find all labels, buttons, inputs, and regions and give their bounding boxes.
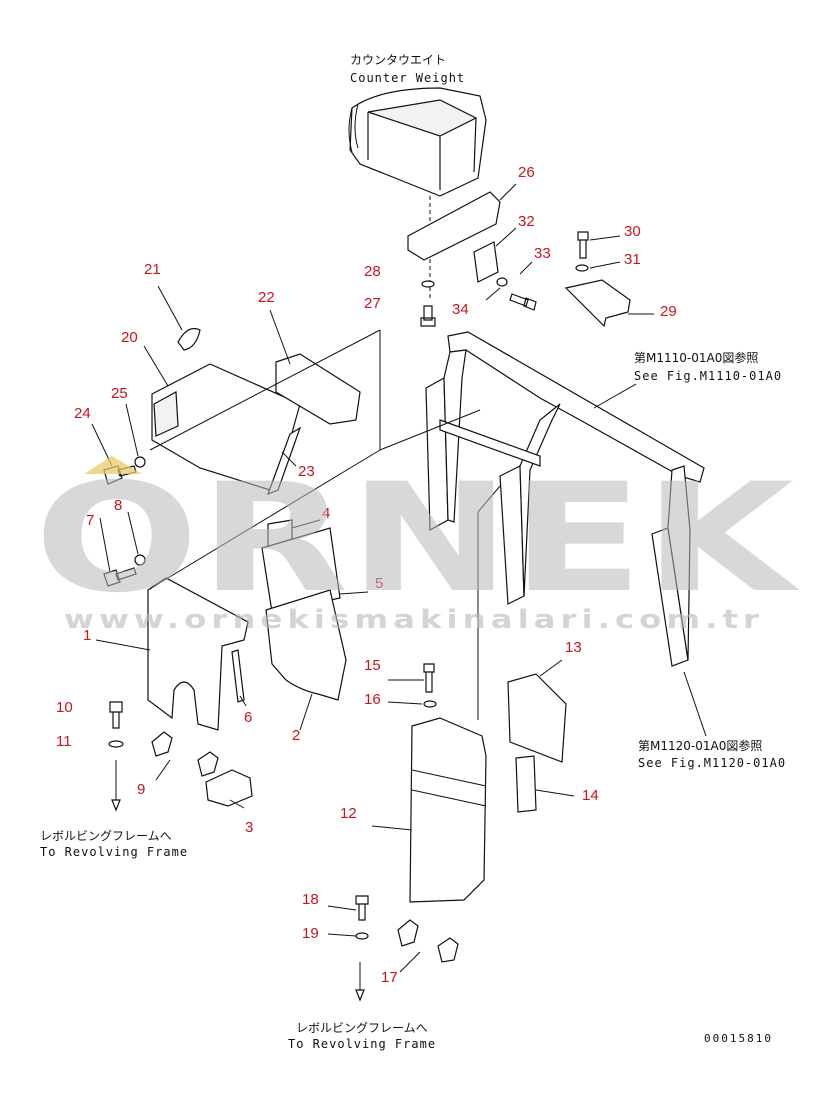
- callout-18: 18: [302, 891, 319, 908]
- callout-16: 16: [364, 691, 381, 708]
- strip-part-23: [266, 426, 302, 496]
- bolt-part-33: [509, 293, 537, 311]
- pad-part-2: [265, 589, 347, 701]
- ring-part-21: [177, 327, 201, 351]
- cover-part-22: [275, 353, 361, 425]
- callout-13: 13: [565, 639, 582, 656]
- callout-29: 29: [660, 303, 677, 320]
- callout-3: 3: [245, 819, 253, 836]
- callout-34: 34: [452, 301, 469, 318]
- main-frame-part: [425, 331, 705, 667]
- pad-part-5: [261, 527, 341, 613]
- washer-part-8: [134, 554, 146, 566]
- cover-part-1: [147, 577, 249, 731]
- bolt-part-27: [420, 305, 436, 327]
- strip-part-6: [231, 649, 245, 703]
- bolt-part-18: [355, 895, 369, 921]
- arrow-down-icon: [111, 799, 121, 812]
- callout-19: 19: [302, 925, 319, 942]
- callout-12: 12: [340, 805, 357, 822]
- callout-5: 5: [375, 575, 383, 592]
- bracket-part-26: [407, 191, 501, 261]
- watermark-triangle-icon: [84, 456, 142, 474]
- callout-26: 26: [518, 164, 535, 181]
- washer-part-19: [355, 932, 369, 940]
- callout-31: 31: [624, 251, 641, 268]
- callout-24: 24: [74, 405, 91, 422]
- revolving2-jp-label: レボルビングフレームへ: [296, 1021, 428, 1035]
- callout-7: 7: [86, 512, 94, 529]
- block-part-3: [205, 769, 253, 807]
- ref2-jp-label: 第M1120-01A0図参照: [638, 738, 762, 753]
- bolt-part-7: [103, 567, 137, 587]
- callout-32: 32: [518, 213, 535, 230]
- bracket-part-29: [564, 279, 631, 328]
- bolt-part-10: [109, 701, 123, 729]
- pad-part-13: [507, 673, 567, 763]
- revolving1-en-label: To Revolving Frame: [40, 845, 188, 859]
- bolt-part-15: [423, 663, 435, 693]
- revolving2-en-label: To Revolving Frame: [288, 1037, 436, 1051]
- watermark-brand: ORNEK: [34, 452, 800, 626]
- callout-21: 21: [144, 261, 161, 278]
- ref1-en-label: See Fig.M1110-01A0: [634, 369, 782, 383]
- callout-15: 15: [364, 657, 381, 674]
- callout-leaders: [91, 183, 654, 973]
- revolving1-jp-label: レボルビングフレームへ: [40, 829, 172, 843]
- ref1-jp-label: 第M1110-01A0図参照: [634, 350, 758, 365]
- callout-33: 33: [534, 245, 551, 262]
- clip-part-17: [397, 919, 459, 963]
- callout-1: 1: [83, 627, 91, 644]
- callout-11: 11: [56, 733, 72, 750]
- arrow-down-icon: [355, 989, 365, 1002]
- plate-part-32: [473, 241, 499, 283]
- washer-part-31: [575, 264, 589, 272]
- counterweight-en-label: Counter Weight: [350, 71, 465, 85]
- document-number: 00015810: [704, 1032, 773, 1045]
- counterweight-part: [348, 87, 487, 197]
- washer-part-25: [134, 456, 146, 468]
- callout-4: 4: [322, 505, 330, 522]
- callout-27: 27: [364, 295, 381, 312]
- callout-23: 23: [298, 463, 315, 480]
- callout-30: 30: [624, 223, 641, 240]
- callout-numbers: 1 2 3 4 5 6 7 8 9 10 11 12 13 14 15 16 1…: [56, 164, 677, 986]
- pad-part-14: [515, 755, 537, 813]
- callout-20: 20: [121, 329, 138, 346]
- callout-17: 17: [381, 969, 398, 986]
- ref2-en-label: See Fig.M1120-01A0: [638, 756, 786, 770]
- washer-part-34: [496, 277, 508, 287]
- callout-14: 14: [582, 787, 599, 804]
- grille-part: [153, 391, 179, 437]
- clip-part-9: [151, 731, 219, 777]
- cover-part-12: [409, 717, 487, 903]
- callout-10: 10: [56, 699, 73, 716]
- bolt-part-30: [577, 231, 589, 259]
- counterweight-jp-label: カウンタウエイト: [350, 53, 446, 67]
- washer-part-28: [421, 280, 435, 288]
- callout-22: 22: [258, 289, 275, 306]
- washer-part-16: [423, 700, 437, 708]
- callout-9: 9: [137, 781, 145, 798]
- callout-8: 8: [114, 497, 122, 514]
- callout-2: 2: [292, 727, 300, 744]
- callout-25: 25: [111, 385, 128, 402]
- washer-part-11: [108, 740, 124, 748]
- callout-6: 6: [244, 709, 252, 726]
- callout-28: 28: [364, 263, 381, 280]
- watermark: ORNEK www.ornekismakinalari.com.tr: [34, 452, 800, 635]
- watermark-url: www.ornekismakinalari.com.tr: [64, 605, 764, 635]
